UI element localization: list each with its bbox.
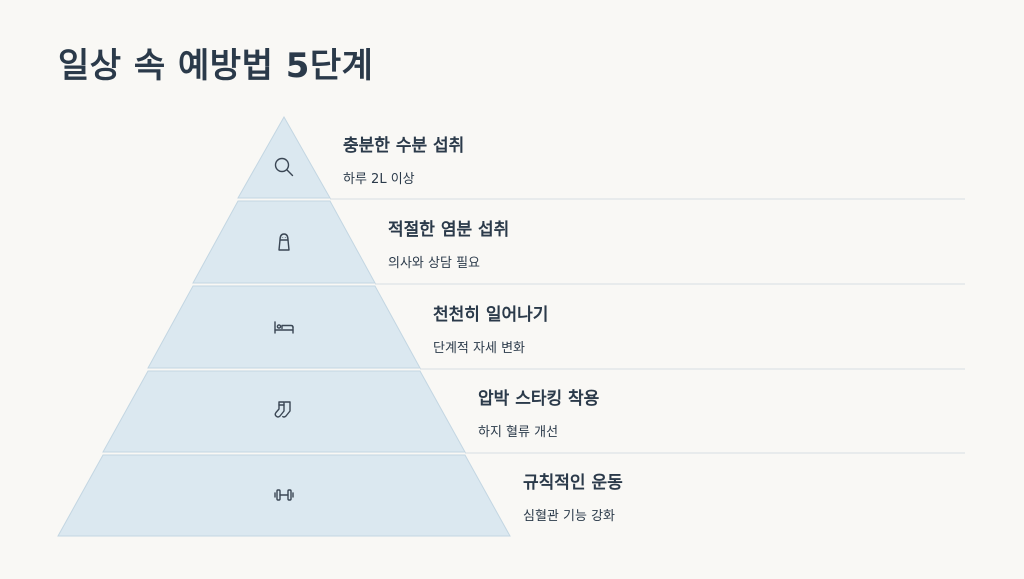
dumbbell-icon [274, 489, 294, 501]
level-5-label: 규칙적인 운동 심혈관 기능 강화 [523, 468, 623, 524]
level-2-name: 적절한 염분 섭취 [388, 220, 510, 240]
level-1-name: 충분한 수분 섭취 [343, 136, 465, 156]
level-1-desc: 하루 2L 이상 [343, 172, 415, 187]
level-2-label: 적절한 염분 섭취 의사와 상담 필요 [388, 215, 509, 271]
socks-icon [274, 401, 291, 418]
level-3-desc: 단계적 자세 변화 [433, 341, 525, 356]
level-5-name: 규칙적인 운동 [523, 473, 623, 493]
level-4-name: 압박 스타킹 착용 [478, 389, 600, 409]
level-2-desc: 의사와 상담 필요 [388, 256, 480, 271]
page-title: 일상 속 예방법 5단계 [58, 46, 374, 86]
level-3-label: 천천히 일어나기 단계적 자세 변화 [433, 300, 548, 356]
pyramid-tier-2 [192, 200, 376, 284]
level-4-desc: 하지 혈류 개선 [478, 425, 559, 440]
magnifier-icon [274, 157, 294, 177]
level-5-desc: 심혈관 기능 강화 [523, 509, 615, 524]
pyramid-tier-3 [147, 285, 421, 369]
pyramid-tier-1 [237, 115, 331, 199]
level-1-label: 충분한 수분 섭취 하루 2L 이상 [343, 131, 464, 187]
level-4-label: 압박 스타킹 착용 하지 혈류 개선 [478, 384, 599, 440]
level-3-name: 천천히 일어나기 [433, 305, 549, 325]
salt-shaker-icon [278, 233, 290, 251]
bed-icon [274, 321, 294, 334]
